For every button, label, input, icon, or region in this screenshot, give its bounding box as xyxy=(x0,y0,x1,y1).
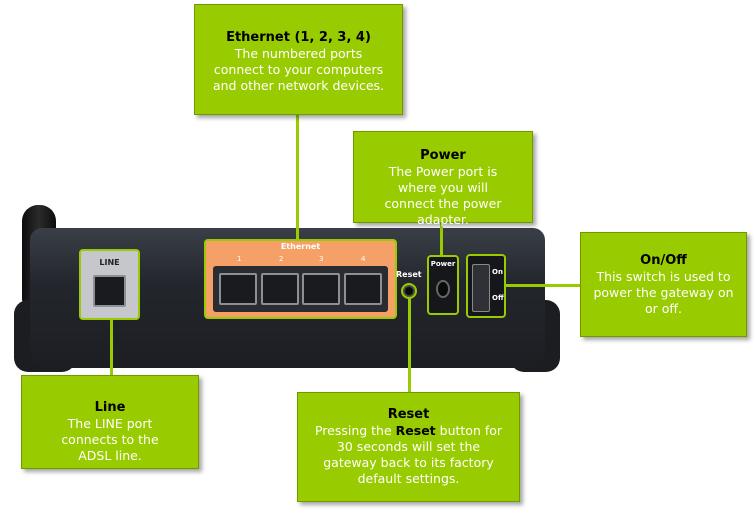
power-switch[interactable] xyxy=(472,264,490,312)
power-port-panel: Power xyxy=(427,255,459,315)
line-connector xyxy=(110,320,113,376)
line-callout: Line The LINE port connects to the ADSL … xyxy=(21,375,199,469)
ethernet-jack-4[interactable] xyxy=(344,273,382,305)
power-callout: Power The Power port is where you will c… xyxy=(353,131,533,227)
power-jack[interactable] xyxy=(436,280,450,298)
onoff-connector xyxy=(506,284,581,287)
line-jack[interactable] xyxy=(93,275,126,307)
ethernet-jack-3[interactable] xyxy=(302,273,340,305)
ethernet-port-block xyxy=(213,266,388,312)
line-callout-text: The LINE port connects to the ADSL line. xyxy=(61,416,159,463)
power-port-label: Power xyxy=(430,260,456,268)
port-number-1: 1 xyxy=(237,255,242,263)
reset-label: Reset xyxy=(396,270,422,279)
ethernet-callout: Ethernet (1, 2, 3, 4) The numbered ports… xyxy=(194,4,403,115)
reset-button[interactable] xyxy=(401,283,417,299)
ethernet-connector xyxy=(296,114,299,239)
reset-callout-title: Reset xyxy=(387,407,430,422)
onoff-callout-title: On/Off xyxy=(640,253,687,268)
ethernet-jack-2[interactable] xyxy=(261,273,299,305)
port-number-2: 2 xyxy=(279,255,284,263)
power-callout-title: Power xyxy=(420,148,466,163)
ethernet-jack-1[interactable] xyxy=(219,273,257,305)
switch-on-label: On xyxy=(492,268,503,276)
line-port-label: LINE xyxy=(99,258,120,267)
reset-text-bold: Reset xyxy=(395,423,436,438)
switch-off-label: Off xyxy=(492,294,504,302)
ethernet-panel: Ethernet 1 2 3 4 xyxy=(204,239,397,319)
power-switch-panel: On Off xyxy=(466,254,506,318)
reset-connector xyxy=(408,299,411,393)
reset-text-before: Pressing the xyxy=(314,423,392,438)
reset-callout-text: Pressing the Reset button for 30 seconds… xyxy=(298,423,519,487)
onoff-callout: On/Off This switch is used to power the … xyxy=(580,232,747,337)
port-number-4: 4 xyxy=(361,255,366,263)
ethernet-panel-label: Ethernet xyxy=(280,242,321,251)
line-callout-title: Line xyxy=(94,400,126,415)
port-number-3: 3 xyxy=(319,255,324,263)
ethernet-callout-text: The numbered ports connect to your compu… xyxy=(212,46,385,93)
line-port-panel: LINE xyxy=(79,249,140,320)
power-callout-text: The Power port is where you will connect… xyxy=(384,164,502,227)
ethernet-callout-title: Ethernet (1, 2, 3, 4) xyxy=(226,30,371,45)
reset-text-after: button for 30 seconds will set the gatew… xyxy=(323,423,503,486)
onoff-callout-text: This switch is used to power the gateway… xyxy=(593,269,734,316)
reset-callout: Reset Pressing the Reset button for 30 s… xyxy=(297,392,520,502)
power-connector xyxy=(440,222,443,256)
